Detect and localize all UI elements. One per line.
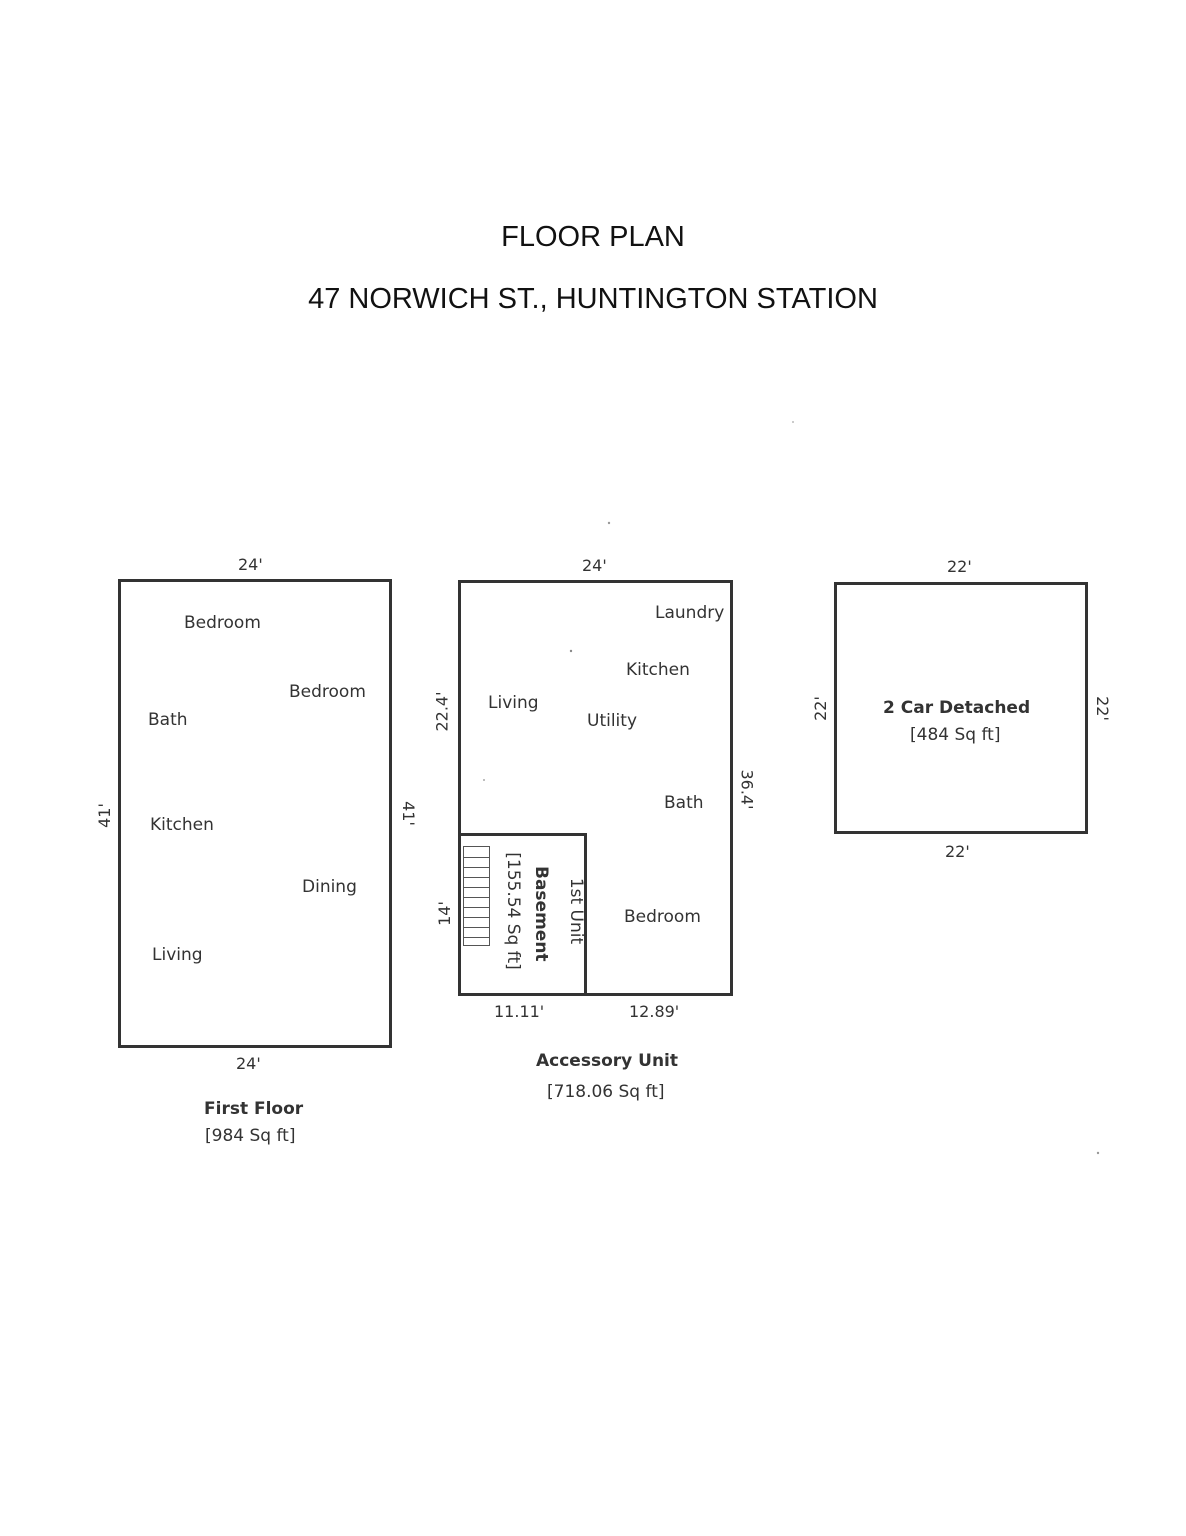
first-floor-name: First Floor — [204, 1099, 304, 1119]
accessory-dim-bottom-left: 11.11' — [494, 1002, 545, 1021]
accessory-dim-bottom-right: 12.89' — [629, 1002, 680, 1021]
basement-wall-top — [458, 833, 587, 836]
basement-wall-right — [584, 833, 587, 995]
accessory-room-living: Living — [488, 693, 539, 713]
plan-title: FLOOR PLAN — [501, 221, 685, 253]
garage-name: 2 Car Detached — [883, 698, 1031, 718]
first-floor-dim-top: 24' — [238, 555, 263, 574]
accessory-room-bath: Bath — [664, 793, 704, 813]
first-floor-area: [984 Sq ft] — [205, 1126, 296, 1146]
accessory-room-laundry: Laundry — [655, 603, 725, 623]
accessory-unit-name: Accessory Unit — [536, 1051, 679, 1071]
first-floor-dim-bottom: 24' — [236, 1054, 261, 1073]
garage-dim-top: 22' — [947, 557, 972, 576]
accessory-dim-top: 24' — [582, 556, 607, 575]
accessory-room-kitchen: Kitchen — [626, 660, 690, 680]
first-floor-room-bath: Bath — [148, 710, 188, 730]
first-floor-room-bedroom-1: Bedroom — [184, 613, 261, 633]
garage-dim-bottom: 22' — [945, 842, 970, 861]
first-floor-outline — [118, 579, 392, 1048]
accessory-unit-area: [718.06 Sq ft] — [547, 1082, 665, 1102]
accessory-room-bedroom: Bedroom — [624, 907, 701, 927]
first-floor-room-kitchen: Kitchen — [150, 815, 214, 835]
first-floor-room-dining: Dining — [302, 877, 357, 897]
accessory-room-utility: Utility — [587, 711, 638, 731]
first-floor-room-living: Living — [152, 945, 203, 965]
garage-area: [484 Sq ft] — [910, 725, 1001, 745]
first-floor-room-bedroom-2: Bedroom — [289, 682, 366, 702]
accessory-unit-outline — [458, 580, 733, 996]
plan-address: 47 NORWICH ST., HUNTINGTON STATION — [308, 283, 878, 315]
garage-outline — [834, 582, 1088, 834]
basement-stairs — [463, 846, 490, 946]
